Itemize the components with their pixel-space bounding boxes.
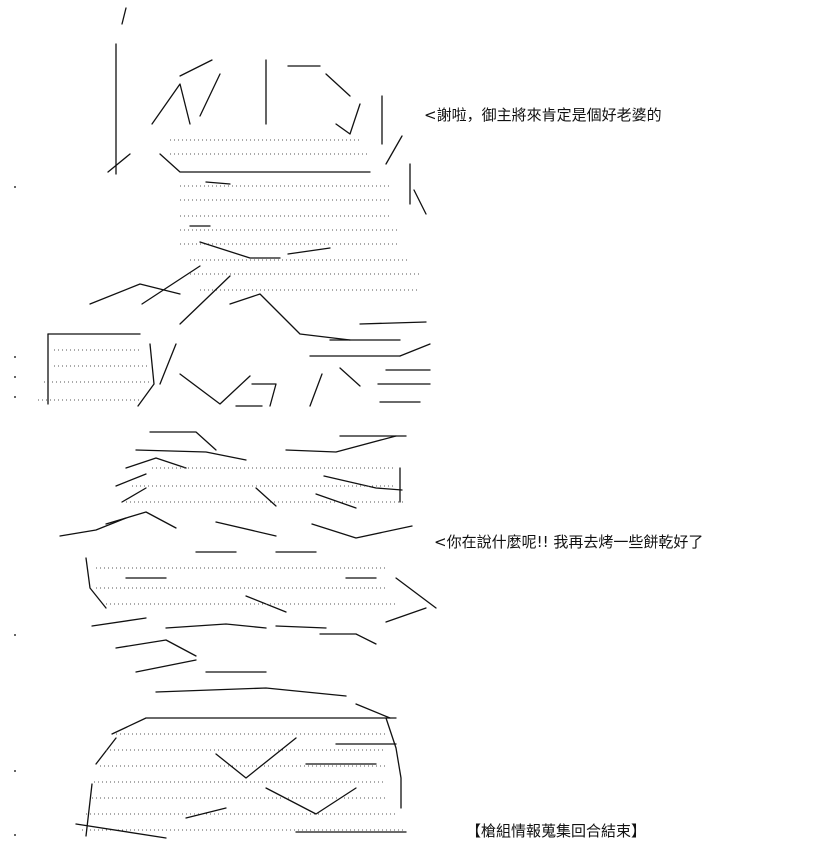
ascii-art-girl-upper-body-icon <box>38 7 431 407</box>
margin-mark <box>14 186 16 188</box>
chapter-end-label: 【槍組情報蒐集回合結束】 <box>466 822 647 840</box>
dialogue-line-2: <你在說什麼呢!! 我再去烤一些餅乾好了 <box>434 533 704 551</box>
dialogue-line-1: <謝啦，御主將來肯定是個好老婆的 <box>424 106 662 124</box>
ascii-art-boy-smiling-icon <box>59 431 437 839</box>
margin-mark <box>14 396 16 398</box>
margin-mark <box>14 770 16 772</box>
margin-mark <box>14 356 16 358</box>
margin-mark <box>14 634 16 636</box>
margin-mark <box>14 376 16 378</box>
ascii-art-panel-2 <box>56 428 446 844</box>
ascii-art-panel-1 <box>30 4 440 416</box>
margin-mark <box>14 834 16 836</box>
